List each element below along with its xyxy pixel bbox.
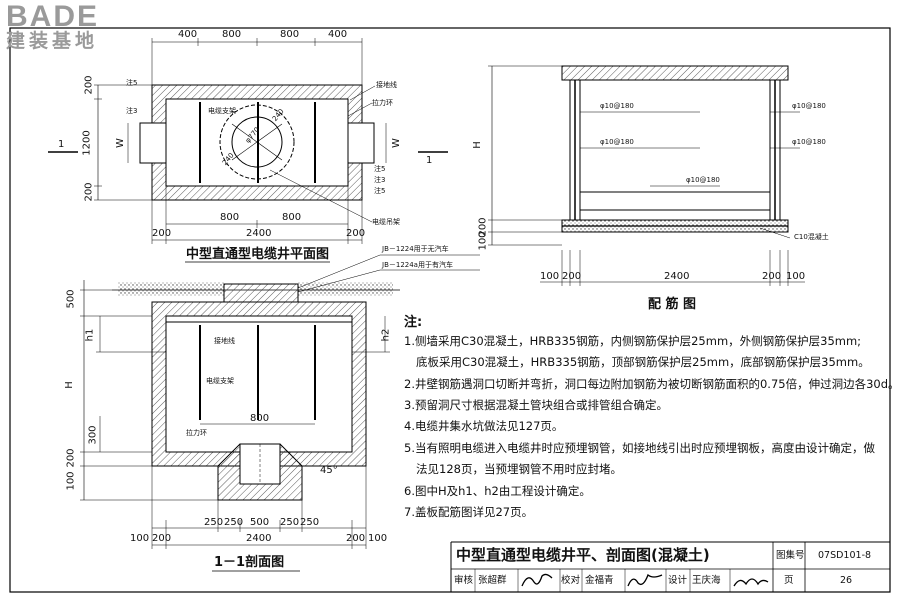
section-bottom-dim-5: 250 [300,517,320,528]
note-1b: 底板采用C30混凝土，HRB335钢筋，顶部钢筋保护层25mm，底部钢筋保护层3… [416,355,870,369]
section-cover-label-2: JB－1224a用于有汽车 [382,261,453,269]
section-inner-dim: 800 [250,413,270,424]
section-dim-h1: h1 [84,328,96,342]
brand-logo: BADE 建装基地 [6,2,99,51]
section-side-dim-1: 100 [130,533,150,544]
section-label-ground: 接地线 [214,337,235,345]
note-5: 5.当有照明电缆进入电缆井时应预埋钢管，如接地线引出时应预埋钢板，高度由设计确定… [404,441,875,455]
section-angle: 45° [320,465,338,476]
section-bottom-dim-2: 250 [224,517,244,528]
plan-note-5-left: 注5 [126,79,138,87]
plan-dim-left-2: 1200 [81,130,93,156]
plan-note-3-left: 注3 [126,107,138,115]
section-dim-h2: h2 [380,328,392,342]
plan-note-5-right2: 注5 [374,187,386,195]
title-block-atlas-label: 图集号 [776,550,805,561]
plan-inner-dim-2: 800 [282,212,302,223]
plan-note-5-right: 注5 [374,165,386,173]
signature-designer [733,578,769,587]
title-block-reviewer: 张超群 [478,575,507,586]
title-block-designer: 王庆海 [692,575,721,586]
rebar-view [488,65,805,286]
rebar-concrete: C10混凝土 [794,233,829,241]
title-block-designer-label: 设计 [668,575,688,586]
rebar-dim-100: 100 [477,231,489,251]
section-dim-500: 500 [65,289,77,309]
rebar-dim-H: H [471,141,483,149]
section-side-dim-3: 200 [346,533,366,544]
title-block-reviewer-label: 审核 [454,575,474,586]
title-block-atlas-no: 07SD101-8 [818,550,872,561]
rebar-spec-3: φ10@180 [792,102,826,110]
note-2: 2.井壁钢筋遇洞口切断并弯折，洞口每边附加钢筋为被切断钢筋面积的0.75倍，伸过… [404,377,900,391]
rebar-side-dim-1: 100 [540,271,560,282]
brand-name: BADE [6,0,100,33]
plan-side-dim-2: 200 [346,228,366,239]
plan-dim-left-1: 200 [83,75,95,95]
section-dim-200: 200 [65,448,77,468]
note-4: 4.电缆井集水坑做法见127页。 [404,419,564,433]
plan-view [48,38,448,244]
rebar-side-dim-4: 100 [786,271,806,282]
rebar-side-dim-2: 200 [562,271,582,282]
section-side-dim-2: 200 [152,533,172,544]
signature-reviewer [521,573,553,587]
note-7: 7.盖板配筋图详见27页。 [404,505,534,519]
title-block-page-no: 26 [840,575,853,586]
rebar-side-dim-3: 200 [762,271,782,282]
plan-w-right: W [390,138,402,148]
plan-note-3-right: 注3 [374,176,386,184]
rebar-total-dim: 2400 [664,271,690,282]
rebar-spec-5: φ10@180 [686,176,720,184]
title-block-checker: 金福青 [585,575,614,586]
title-block-title: 中型直通型电缆井平、剖面图(混凝土) [456,546,710,564]
section-label-pull-ring: 拉力环 [186,429,207,437]
plan-label-hanger: 电缆吊架 [372,218,400,226]
rebar-spec-2: φ10@180 [600,138,634,146]
section-label-bracket: 电缆支架 [206,377,234,385]
title-block-lines [450,541,890,592]
plan-label-ground: 接地线 [376,81,397,89]
section-dim-300: 300 [87,425,99,445]
section-bottom-dim-3: 500 [250,517,270,528]
section-bottom-dim-1: 250 [204,517,224,528]
plan-dim-top-2: 800 [222,29,242,40]
plan-section-mark-right: 1 [426,155,433,166]
brand-subtitle: 建装基地 [6,30,99,52]
section-side-dim-4: 100 [368,533,388,544]
signature-checker [627,573,663,587]
section-total-dim: 2400 [246,533,272,544]
section-view [80,254,480,549]
plan-side-dim-1: 200 [152,228,172,239]
sheet-border [9,27,891,593]
plan-title: 中型直通型电缆井平面图 [186,247,330,262]
note-1: 1.侧墙采用C30混凝土，HRB335钢筋，内侧钢筋保护层25mm，外侧钢筋保护… [404,334,862,348]
section-dim-100: 100 [65,471,77,491]
rebar-spec-1: φ10@180 [600,102,634,110]
plan-inner-dim-1: 800 [220,212,240,223]
notes-heading: 注: [404,315,423,330]
section-title: 1－1剖面图 [214,555,285,570]
plan-dim-top-3: 800 [280,29,300,40]
note-3: 3.预留洞尺寸根据混凝土管块组合或排管组合确定。 [404,398,668,412]
plan-dim-top-1: 400 [178,29,198,40]
plan-section-mark-left: 1 [58,139,65,150]
section-bottom-dim-4: 250 [280,517,300,528]
plan-label-bracket: 电缆支架 [208,107,236,115]
section-dim-H: H [63,381,75,389]
rebar-spec-4: φ10@180 [792,138,826,146]
plan-dim-top-4: 400 [328,29,348,40]
plan-label-pull-ring: 拉力环 [372,99,393,107]
plan-dim-left-3: 200 [83,182,95,202]
title-block-checker-label: 校对 [561,575,581,586]
plan-total-dim: 2400 [246,228,272,239]
note-6: 6.图中H及h1、h2由工程设计确定。 [404,484,591,498]
rebar-title: 配 筋 图 [648,297,697,312]
note-5b: 法见128页，当预埋钢管不用时应封堵。 [416,462,622,476]
title-block-page-label: 页 [784,575,794,586]
plan-w-left: W [114,138,126,148]
section-cover-label-1: JB－1224用于无汽车 [382,245,449,253]
